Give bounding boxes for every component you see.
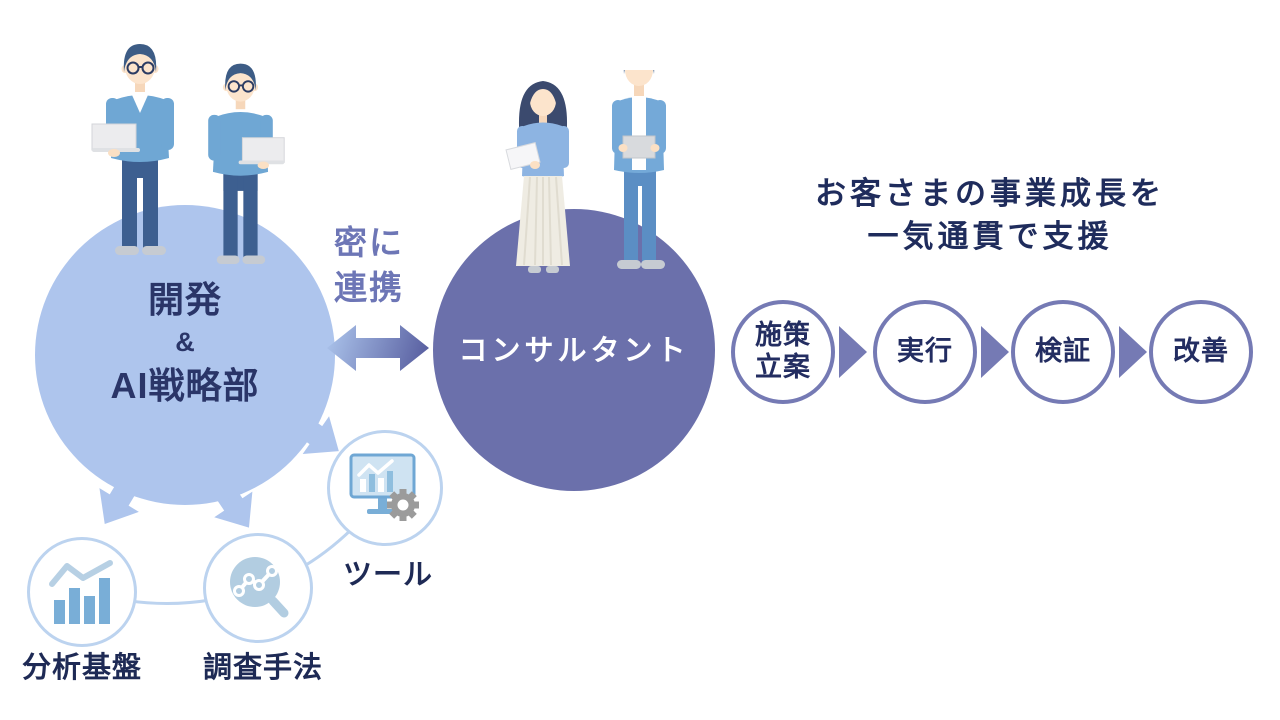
consultants-illustration	[505, 70, 666, 273]
collaboration-line1: 密に	[334, 224, 404, 261]
glasses-icon	[126, 61, 155, 75]
person-developer-2	[208, 63, 285, 265]
bar-chart-icon	[49, 560, 113, 624]
dev-team-label: 開発 & AI戦略部	[110, 278, 259, 407]
analysis-platform-label: 分析基盤	[21, 652, 142, 684]
process-step-label: 改善	[1173, 336, 1229, 367]
person-consultant-woman	[505, 81, 570, 273]
headline: お客さまの事業成長を 一気通貫で支援	[740, 172, 1240, 258]
consultant-label: コンサルタント	[458, 335, 690, 367]
gear-icon	[387, 489, 419, 521]
magnifier-trend-icon	[230, 557, 289, 618]
dev-team-illustration	[91, 44, 285, 265]
monitor-gear-icon	[349, 453, 419, 521]
dev-team-line1: 開発	[147, 278, 222, 320]
process-step-execute: 実行	[873, 300, 977, 404]
glasses-icon	[227, 80, 255, 93]
dev-team-ampersand: &	[175, 326, 195, 357]
process-step-label: 施策 立案	[755, 320, 811, 382]
tools-label: ツール	[342, 559, 433, 591]
headline-line1: お客さまの事業成長を	[815, 176, 1165, 211]
process-step-label: 実行	[897, 336, 953, 367]
research-methods-label: 調査手法	[202, 652, 323, 684]
process-step-label: 検証	[1035, 336, 1091, 367]
consultant-circle: コンサルタント	[433, 209, 715, 491]
collaboration-label: 密に 連携	[334, 220, 404, 310]
analysis-platform-circle	[27, 537, 137, 647]
process-arrow-icon	[981, 326, 1009, 378]
process-step-verify: 検証	[1011, 300, 1115, 404]
process-arrow-icon	[839, 326, 867, 378]
collaboration-line2: 連携	[334, 269, 404, 306]
process-arrow-icon	[1119, 326, 1147, 378]
person-developer-1	[91, 44, 174, 255]
process-step-improve: 改善	[1149, 300, 1253, 404]
double-arrow-icon	[327, 325, 429, 371]
tools-circle	[327, 430, 443, 546]
dev-team-line2: AI戦略部	[110, 364, 260, 406]
process-step-plan: 施策 立案	[731, 300, 835, 404]
headline-line2: 一気通貫で支援	[867, 219, 1113, 254]
person-consultant-man	[612, 70, 666, 269]
dev-team-circle: 開発 & AI戦略部	[35, 205, 335, 505]
research-methods-circle	[203, 533, 313, 643]
